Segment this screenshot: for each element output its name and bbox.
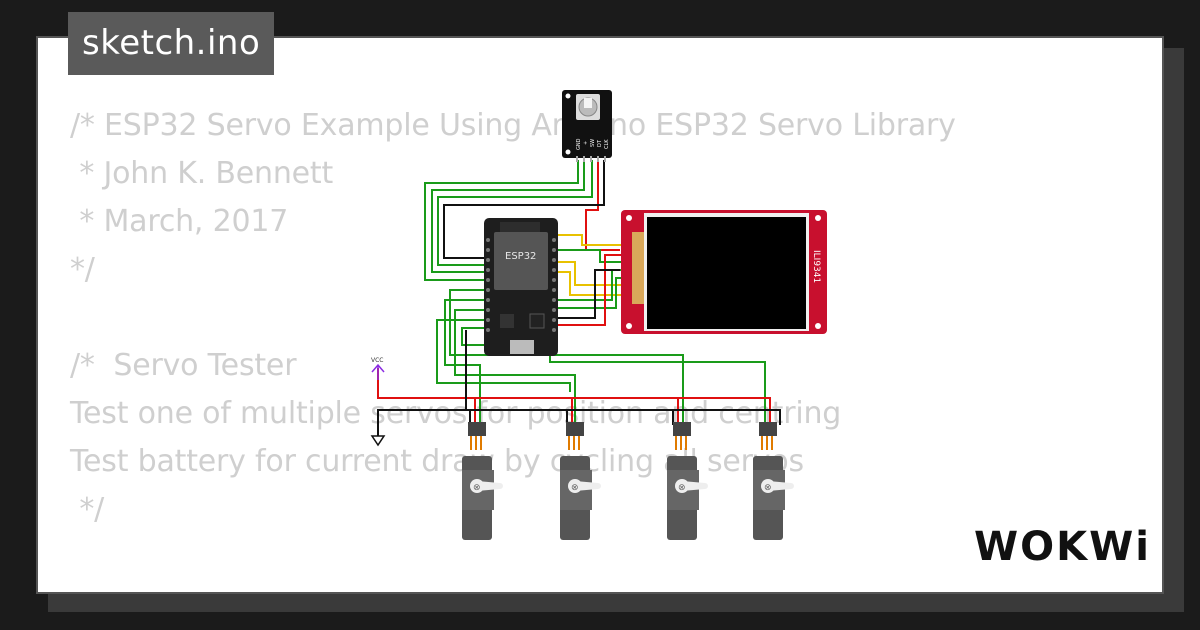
svg-text:⊗: ⊗ bbox=[571, 483, 579, 493]
code-line: * John K. Bennett bbox=[70, 156, 334, 191]
wire-display-3 bbox=[555, 271, 625, 296]
wokwi-logo: WOKWi bbox=[974, 524, 1151, 570]
vcc-symbol: VCC bbox=[371, 357, 385, 380]
code-line: /* Servo Tester bbox=[70, 348, 297, 383]
svg-text:CLK: CLK bbox=[604, 139, 610, 149]
esp32-board[interactable]: ESP32 bbox=[484, 218, 558, 356]
wire-servo3-signal bbox=[449, 289, 684, 425]
wire-encoder-gnd bbox=[443, 160, 605, 259]
code-line: Test battery for current draw by cycling… bbox=[70, 444, 804, 479]
servo-motor[interactable]: ⊗ bbox=[753, 422, 794, 540]
code-line: /* ESP32 Servo Example Using Arduino ESP… bbox=[70, 108, 956, 143]
svg-text:VCC: VCC bbox=[371, 357, 383, 364]
display-label: ILI9341 bbox=[811, 250, 821, 283]
wire-display-gnd bbox=[555, 269, 620, 319]
svg-text:⊗: ⊗ bbox=[678, 483, 686, 493]
esp32-label: ESP32 bbox=[505, 251, 536, 262]
wire-servo2-signal bbox=[454, 309, 576, 425]
code-line: * March, 2017 bbox=[70, 204, 289, 239]
wire-display-4 bbox=[555, 249, 625, 263]
encoder-pin-labels: GND + SW DT CLK bbox=[576, 138, 610, 150]
ili9341-display[interactable]: ILI9341 bbox=[621, 210, 827, 334]
wire-servo1-signal bbox=[444, 299, 490, 425]
wire-encoder-sw bbox=[437, 160, 593, 266]
wire-vcc-bus bbox=[377, 368, 771, 425]
servo-motor[interactable]: ⊗ bbox=[462, 422, 503, 540]
ground-symbol bbox=[370, 435, 386, 447]
svg-text:⊗: ⊗ bbox=[764, 483, 772, 493]
sketch-filename-tab[interactable]: sketch.ino bbox=[68, 12, 275, 75]
code-line: */ bbox=[70, 492, 105, 527]
wire-encoder-dt bbox=[431, 160, 585, 273]
servo-motor[interactable]: ⊗ bbox=[667, 422, 708, 540]
wire-display-6 bbox=[555, 277, 625, 309]
svg-text:+: + bbox=[583, 141, 589, 145]
servo-motor[interactable]: ⊗ bbox=[560, 422, 601, 540]
wire-display-1 bbox=[555, 234, 625, 246]
wire-gnd-bus bbox=[377, 409, 781, 436]
code-line: // Code Tracks bbox=[70, 582, 956, 592]
rotary-encoder[interactable]: GND + SW DT CLK bbox=[562, 90, 612, 162]
code-line: */ bbox=[70, 252, 95, 287]
wire-encoder-clk bbox=[424, 160, 579, 281]
svg-text:SW: SW bbox=[590, 139, 596, 147]
code-preview: /* ESP32 Servo Example Using Arduino ESP… bbox=[70, 102, 956, 592]
svg-text:GND: GND bbox=[576, 138, 582, 150]
svg-text:⊗: ⊗ bbox=[473, 483, 481, 493]
wire-display-vcc bbox=[555, 254, 625, 326]
svg-text:DT: DT bbox=[597, 139, 603, 147]
wire-display-2 bbox=[555, 261, 625, 286]
wire-servo-signal-extra bbox=[436, 319, 571, 392]
